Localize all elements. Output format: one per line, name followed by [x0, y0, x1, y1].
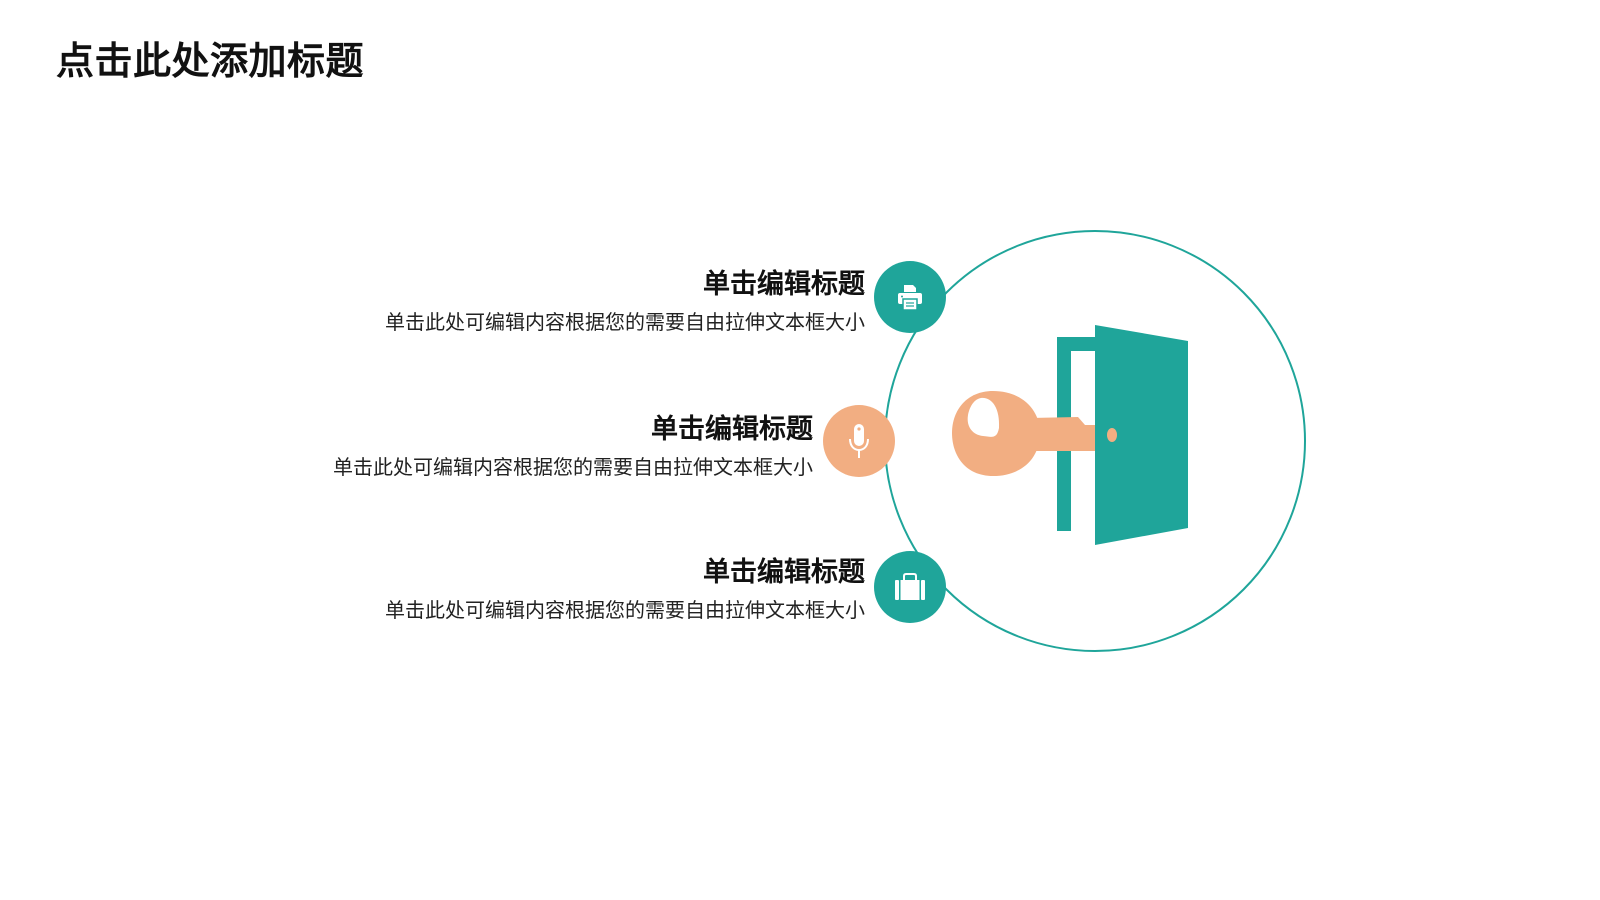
briefcase-icon: [895, 573, 925, 600]
list-item: 单击编辑标题 单击此处可编辑内容根据您的需要自由拉伸文本框大小: [333, 413, 813, 481]
briefcase-badge: [874, 551, 946, 623]
microphone-icon: [849, 424, 869, 458]
item-description[interactable]: 单击此处可编辑内容根据您的需要自由拉伸文本框大小: [333, 455, 813, 479]
item-description[interactable]: 单击此处可编辑内容根据您的需要自由拉伸文本框大小: [385, 310, 865, 334]
item-title[interactable]: 单击编辑标题: [651, 414, 813, 445]
page-title[interactable]: 点击此处添加标题: [56, 39, 365, 83]
key-door-icon: [952, 325, 1188, 545]
item-description[interactable]: 单击此处可编辑内容根据您的需要自由拉伸文本框大小: [385, 598, 865, 622]
item-title[interactable]: 单击编辑标题: [703, 557, 865, 588]
printer-icon: [898, 285, 922, 311]
item-title[interactable]: 单击编辑标题: [703, 269, 865, 300]
microphone-badge: [823, 405, 895, 477]
list-item: 单击编辑标题 单击此处可编辑内容根据您的需要自由拉伸文本框大小: [385, 556, 865, 624]
printer-badge: [874, 261, 946, 333]
list-item: 单击编辑标题 单击此处可编辑内容根据您的需要自由拉伸文本框大小: [385, 268, 865, 336]
